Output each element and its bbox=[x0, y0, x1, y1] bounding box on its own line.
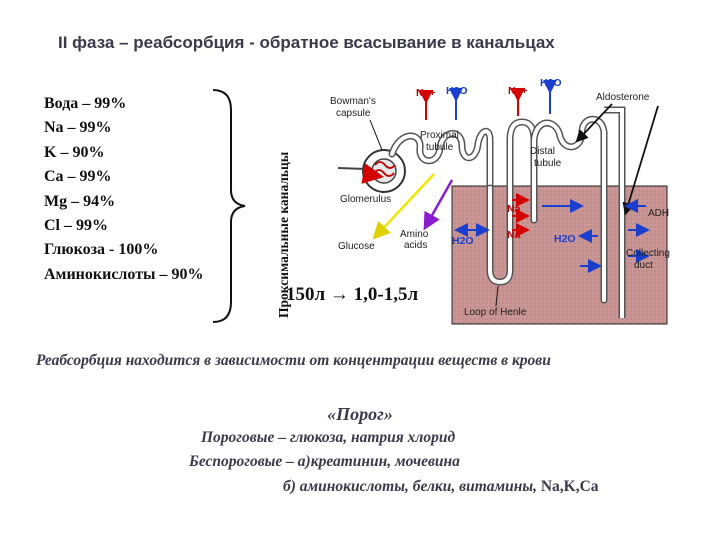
stat-water: Вода – 99% bbox=[44, 95, 127, 112]
collecting-duct-inner bbox=[604, 108, 624, 318]
nephron-diagram: Na+ H2O Na+ H2O Bowman's capsule Proxima… bbox=[330, 77, 670, 325]
threshold-line-3-ions: Na,K,Ca bbox=[540, 478, 599, 495]
na-top-left-label: Na+ bbox=[416, 87, 436, 99]
collecting-label-line2: duct bbox=[634, 260, 653, 271]
aldosterone-pointer-2 bbox=[622, 105, 659, 216]
stat-potassium: K – 90% bbox=[44, 143, 105, 161]
distal-label-line2: tubule bbox=[534, 158, 562, 169]
threshold-title: «Порог» bbox=[327, 404, 393, 424]
glomerulus-label: Glomerulus bbox=[340, 194, 391, 205]
loop-of-henle-label: Loop of Henle bbox=[464, 307, 527, 318]
stat-sodium: Na – 99% bbox=[44, 119, 112, 137]
h2o-top-right-label: H2O bbox=[540, 77, 562, 89]
glomerulus-arrow bbox=[361, 163, 384, 184]
amino-label-line2: acids bbox=[404, 240, 427, 251]
h2o-top-left-label: H2O bbox=[446, 85, 468, 97]
curly-brace bbox=[212, 89, 246, 323]
aldosterone-pointer bbox=[575, 103, 613, 143]
h2o-medulla-mid-label: H2O bbox=[554, 233, 576, 245]
collecting-label-line1: Collecting bbox=[626, 248, 670, 259]
bowmans-label-line1: Bowman's bbox=[330, 96, 376, 107]
bowmans-capsule bbox=[362, 149, 406, 193]
proximal-tubule-inner bbox=[390, 129, 492, 190]
stat-calcium: Ca – 99% bbox=[44, 168, 112, 186]
stat-amino-acids: Аминокислоты – 90% bbox=[44, 265, 204, 283]
amino-acids-arrow bbox=[423, 179, 454, 231]
distal-tubule-inner bbox=[532, 117, 606, 302]
threshold-line-3-text: б) аминокислоты, белки, витамины, bbox=[283, 478, 541, 495]
loop-pointer bbox=[495, 285, 499, 307]
glucose-label: Glucose bbox=[338, 241, 375, 252]
stat-magnesium: Mg – 94% bbox=[44, 192, 116, 210]
distal-label-line1: Distal bbox=[530, 146, 555, 157]
aldosterone-label: Aldosterone bbox=[596, 92, 650, 103]
glucose-arrow bbox=[372, 173, 435, 240]
threshold-line-2: Беспороговые – а)креатинин, мочевина bbox=[189, 453, 460, 470]
filtrate-volume-flow: 150л → 1,0-1,5л bbox=[286, 284, 419, 305]
na-top-right-label: Na+ bbox=[508, 85, 528, 97]
bowmans-pointer bbox=[369, 119, 383, 151]
h2o-medulla-left-label: H2O bbox=[452, 235, 474, 247]
threshold-line-3: б) аминокислоты, белки, витамины, Na,K,C… bbox=[283, 478, 599, 496]
stat-chloride: Cl – 99% bbox=[44, 217, 108, 235]
na-medulla-1-label: Na bbox=[507, 203, 521, 215]
reabsorption-stats-list: Вода – 99% Na – 99% K – 90% Ca – 99% Mg … bbox=[44, 92, 204, 287]
threshold-line-1: Пороговые – глюкоза, натрия хлорид bbox=[201, 429, 456, 446]
dependency-note: Реабсорбция находится в зависимости от к… bbox=[36, 352, 551, 369]
slide-title: II фаза – реабсорбция - обратное всасыва… bbox=[58, 33, 555, 52]
adh-label: ADH bbox=[648, 208, 669, 219]
proximal-label-line2: tubule bbox=[426, 142, 454, 153]
amino-label-line1: Amino bbox=[400, 229, 429, 240]
stat-glucose: Глюкоза - 100% bbox=[44, 241, 159, 259]
bowmans-label-line2: capsule bbox=[336, 108, 371, 119]
proximal-label-line1: Proximal bbox=[420, 130, 459, 141]
loop-of-henle-inner bbox=[488, 119, 536, 285]
afferent-arteriole bbox=[337, 167, 367, 170]
